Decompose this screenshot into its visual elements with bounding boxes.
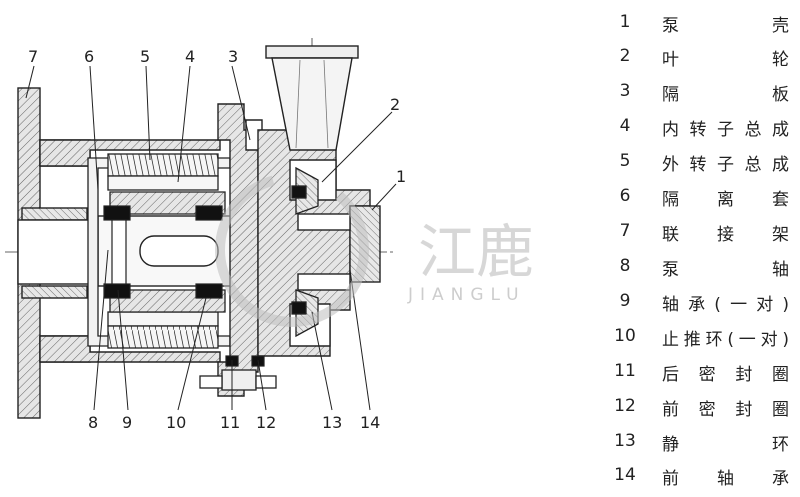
legend-part-name: 联接架 — [662, 225, 790, 245]
legend-part-name: 前轴承 — [662, 469, 790, 489]
callout-6: 6 — [84, 47, 94, 66]
bearings-9 — [103, 205, 131, 299]
callout-11: 11 — [220, 413, 240, 432]
watermark-ring — [215, 173, 369, 327]
legend-number: 11 — [614, 361, 636, 381]
legend-number: 13 — [614, 431, 636, 451]
legend-row: 9 轴承(一对) — [600, 285, 800, 319]
legend-row: 1 泵壳 — [600, 6, 800, 40]
legend-part-name: 内转子总成 — [662, 120, 790, 140]
legend-part-name: 隔板 — [662, 85, 790, 105]
legend-part-name: 前密封圈 — [662, 400, 790, 420]
callout-12: 12 — [256, 413, 276, 432]
callout-13: 13 — [322, 413, 342, 432]
callout-labels: 7 6 5 4 3 2 1 8 9 10 11 12 13 14 — [28, 47, 406, 432]
legend-row: 5 外转子总成 — [600, 145, 800, 179]
callout-9: 9 — [122, 413, 132, 432]
legend-number: 7 — [619, 221, 631, 241]
callout-8: 8 — [88, 413, 98, 432]
legend-number: 3 — [619, 81, 631, 101]
legend-number: 14 — [614, 465, 636, 485]
watermark-en: JIANGLU — [407, 285, 526, 305]
legend-number: 6 — [619, 186, 631, 206]
callout-3: 3 — [228, 47, 238, 66]
partition-plate-3 — [217, 103, 263, 397]
callout-7: 7 — [28, 47, 38, 66]
legend-row: 8 泵轴 — [600, 250, 800, 284]
thrust-rings-10 — [195, 205, 223, 299]
legend-part-name: 外转子总成 — [662, 155, 790, 175]
legend-number: 9 — [619, 291, 631, 311]
coupling-frame-7 — [17, 87, 221, 419]
outer-rotor-assembly-5 — [107, 153, 219, 349]
legend-row: 12 前密封圈 — [600, 390, 800, 424]
legend-row: 10 止推环(一对) — [600, 320, 800, 354]
callout-1: 1 — [396, 167, 406, 186]
legend-row: 14 前轴承 — [600, 459, 800, 493]
legend-part-name: 静环 — [662, 435, 790, 455]
legend-number: 12 — [614, 396, 636, 416]
legend-number: 8 — [619, 256, 631, 276]
watermark-cn: 江鹿 — [418, 218, 534, 286]
legend-row: 11 后密封圈 — [600, 355, 800, 389]
leader-lines — [25, 65, 397, 411]
legend-part-name: 隔离套 — [662, 190, 790, 210]
legend-part-name: 泵轴 — [662, 260, 790, 280]
legend-part-name: 轴承(一对) — [662, 295, 790, 315]
brand-watermark: 江鹿 JIANGLU — [215, 173, 534, 327]
pump-cross-section-drawing: 江鹿 JIANGLU 7 6 5 4 3 2 1 8 9 10 11 12 13… — [5, 38, 534, 432]
outlet-nozzle — [265, 45, 359, 151]
legend-row: 3 隔板 — [600, 75, 800, 109]
legend-number: 2 — [619, 46, 631, 66]
legend-row: 4 内转子总成 — [600, 110, 800, 144]
legend-row: 13 静环 — [600, 425, 800, 459]
legend-row: 2 叶轮 — [600, 40, 800, 74]
drain-bolt — [199, 369, 277, 391]
callout-14: 14 — [360, 413, 380, 432]
callout-10: 10 — [166, 413, 186, 432]
callout-4: 4 — [185, 47, 195, 66]
legend-number: 10 — [614, 326, 636, 346]
legend-number: 4 — [619, 116, 631, 136]
legend-number: 5 — [619, 151, 631, 171]
legend-row: 6 隔离套 — [600, 180, 800, 214]
legend-part-name: 泵壳 — [662, 16, 790, 36]
legend-row: 7 联接架 — [600, 215, 800, 249]
legend-part-name: 后密封圈 — [662, 365, 790, 385]
legend-number: 1 — [619, 12, 631, 32]
callout-5: 5 — [140, 47, 150, 66]
legend-part-name: 止推环(一对) — [662, 330, 790, 350]
legend-part-name: 叶轮 — [662, 50, 790, 70]
callout-2: 2 — [390, 95, 400, 114]
